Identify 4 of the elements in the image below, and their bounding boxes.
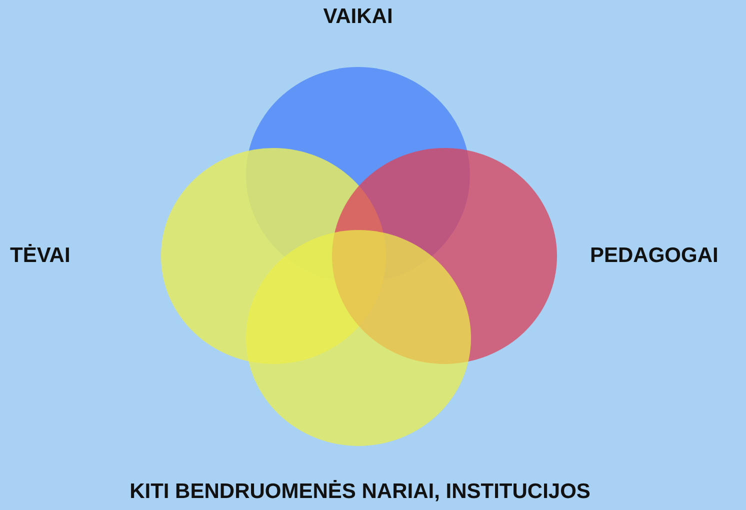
group-label: VAIKAI [322, 5, 394, 29]
group-label: PEDAGOGAI [590, 244, 718, 268]
group-label: TĖVAI [10, 244, 70, 268]
group-label: KITI BENDRUOMENĖS NARIAI, INSTITUCIJOS [128, 480, 592, 504]
